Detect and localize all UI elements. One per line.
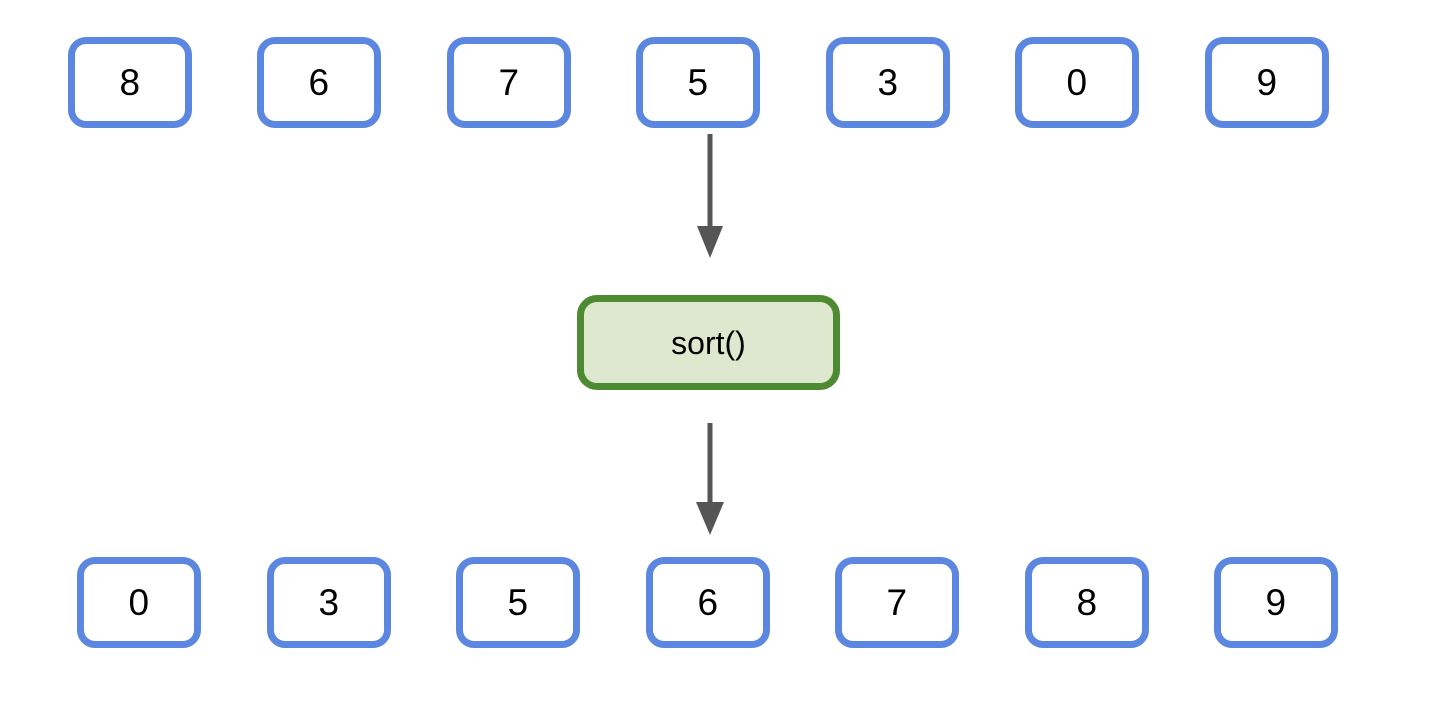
sort-process-label: sort() (671, 324, 746, 361)
array-cell: 9 (1214, 557, 1338, 648)
array-cell: 8 (1025, 557, 1149, 648)
arrow-sort-to-output-icon (660, 405, 770, 565)
array-cell: 9 (1205, 37, 1329, 128)
arrow-input-to-sort-icon (660, 130, 770, 290)
array-cell: 0 (77, 557, 201, 648)
array-cell: 3 (267, 557, 391, 648)
array-cell: 5 (636, 37, 760, 128)
array-cell: 0 (1015, 37, 1139, 128)
array-cell: 5 (456, 557, 580, 648)
array-cell: 6 (646, 557, 770, 648)
array-cell: 8 (68, 37, 192, 128)
sort-process-box: sort() (577, 295, 840, 390)
array-cell: 7 (835, 557, 959, 648)
array-cell: 3 (826, 37, 950, 128)
array-cell: 7 (447, 37, 571, 128)
array-cell: 6 (257, 37, 381, 128)
